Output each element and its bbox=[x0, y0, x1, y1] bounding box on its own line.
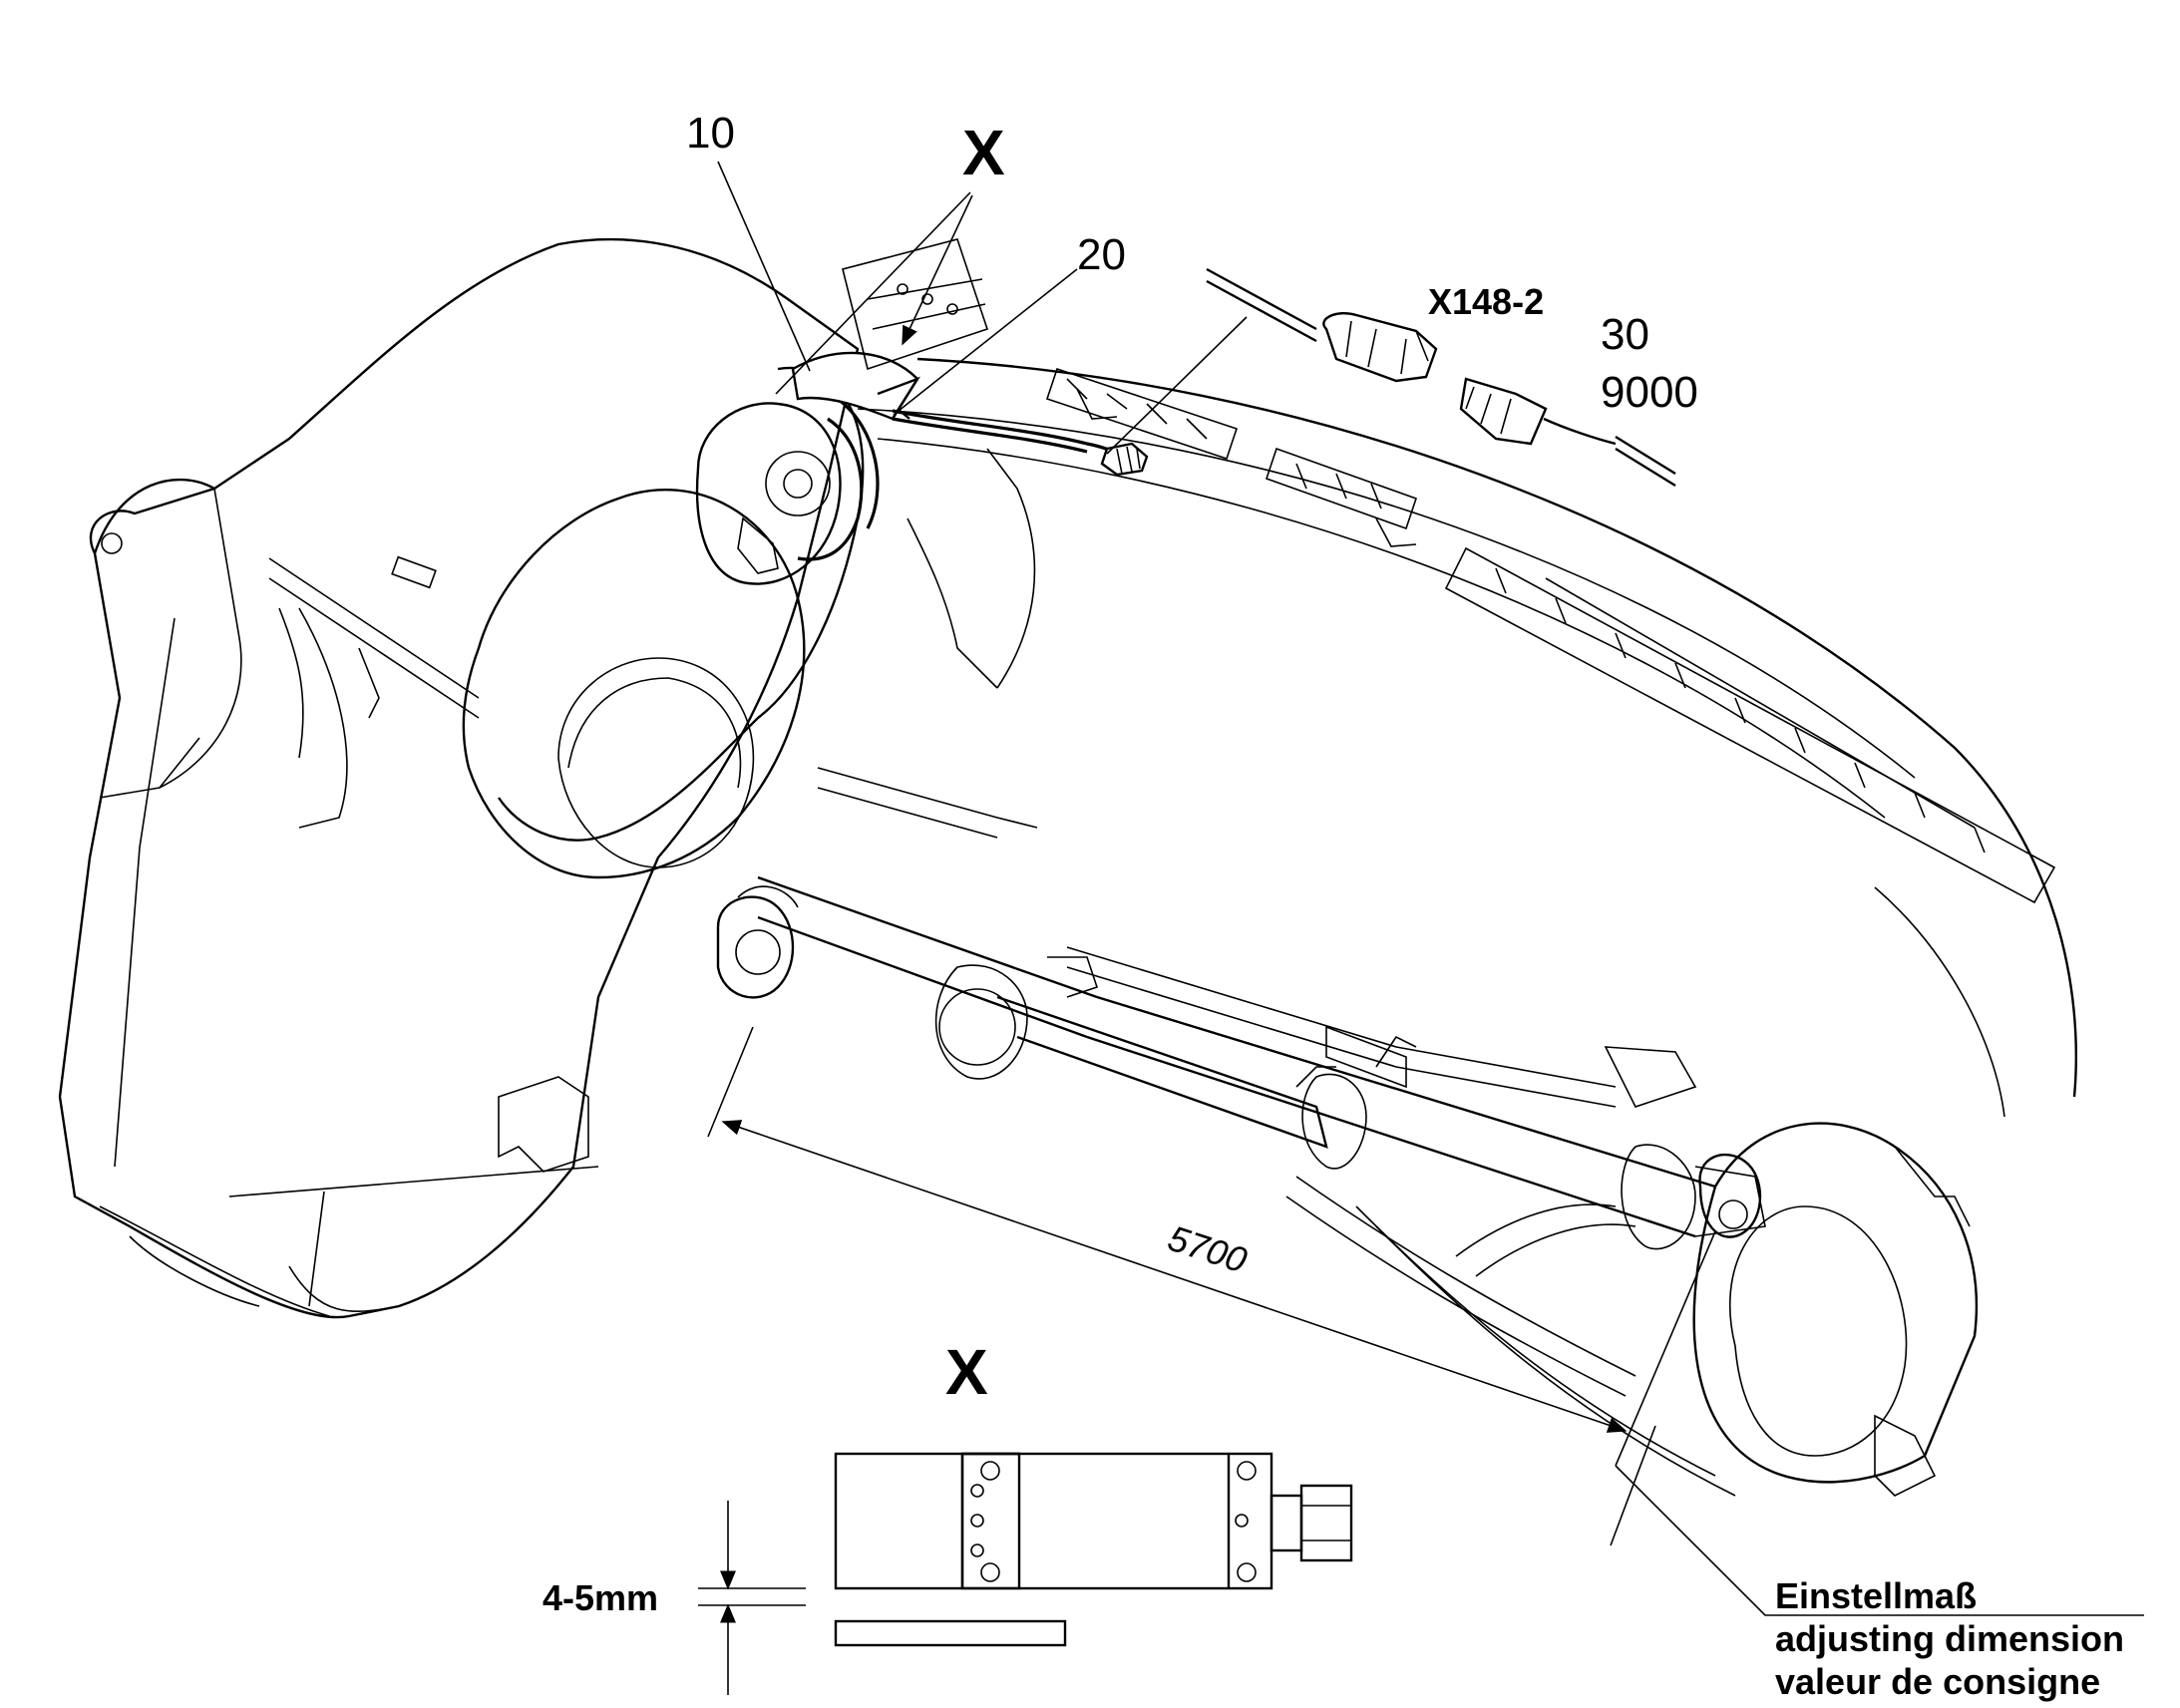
leader-part-20 bbox=[893, 268, 1078, 416]
rim-brackets bbox=[842, 238, 2056, 904]
leader-adjusting bbox=[1615, 1230, 1716, 1467]
tie-rod bbox=[817, 767, 1697, 1108]
label-view-x-top: X bbox=[962, 117, 1005, 188]
label-gap: 4-5mm bbox=[543, 1577, 658, 1618]
pivot-disk-rear bbox=[1692, 1122, 1979, 1497]
leader-part-10 bbox=[717, 161, 811, 372]
bucket-body bbox=[58, 238, 860, 1319]
label-view-x-detail: X bbox=[945, 1336, 988, 1408]
label-part-20: 20 bbox=[1077, 230, 1126, 279]
leader-note bbox=[1615, 1465, 2144, 1616]
leader-connector bbox=[1106, 316, 1248, 455]
note-line-de: Einstellmaß bbox=[1775, 1575, 1977, 1616]
leader-lines bbox=[717, 161, 2144, 1616]
dimension-5700 bbox=[707, 1026, 1656, 1546]
label-connector: X148-2 bbox=[1428, 281, 1544, 322]
top-pivot bbox=[695, 397, 880, 585]
label-part-30: 30 bbox=[1601, 310, 1649, 359]
sensor-housing bbox=[791, 351, 920, 421]
note-line-fr: valeur de consigne bbox=[1775, 1661, 2100, 1702]
pivot-disk-front bbox=[462, 366, 865, 999]
lower-hoses bbox=[1285, 1176, 1736, 1497]
sensor-cable bbox=[892, 409, 1149, 477]
label-part-10: 10 bbox=[686, 109, 735, 158]
gap-dimension bbox=[698, 1501, 806, 1695]
detail-x-sensor bbox=[834, 1452, 1353, 1647]
leader-part-10b bbox=[775, 191, 971, 395]
note-line-en: adjusting dimension bbox=[1775, 1618, 2124, 1659]
label-part-9000: 9000 bbox=[1601, 368, 1698, 417]
main-sheave bbox=[857, 357, 2077, 1118]
view-arrow bbox=[902, 194, 973, 346]
label-dimension-5700: 5700 bbox=[1163, 1217, 1252, 1281]
connector-assembly bbox=[1206, 267, 1676, 488]
